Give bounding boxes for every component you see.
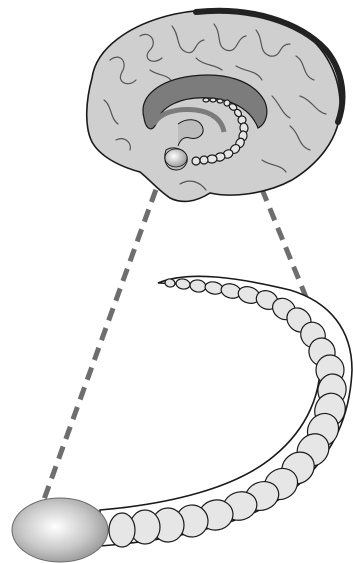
brain-tail-segment — [200, 156, 208, 164]
enlarged-oval-head — [12, 498, 108, 562]
brain-illustration — [87, 10, 343, 202]
tail-segment — [109, 513, 135, 547]
cerebral-cortex — [87, 10, 340, 202]
brain-tail-segment — [210, 98, 216, 102]
highlighted-globular-structure — [165, 149, 187, 167]
brain-tail-segment — [217, 99, 223, 104]
enlarged-structure — [12, 276, 352, 562]
connector-line-left — [42, 170, 163, 505]
connector-lines — [42, 150, 308, 505]
brain-tail-segment — [203, 98, 209, 102]
brain-tail-segment — [192, 157, 200, 165]
